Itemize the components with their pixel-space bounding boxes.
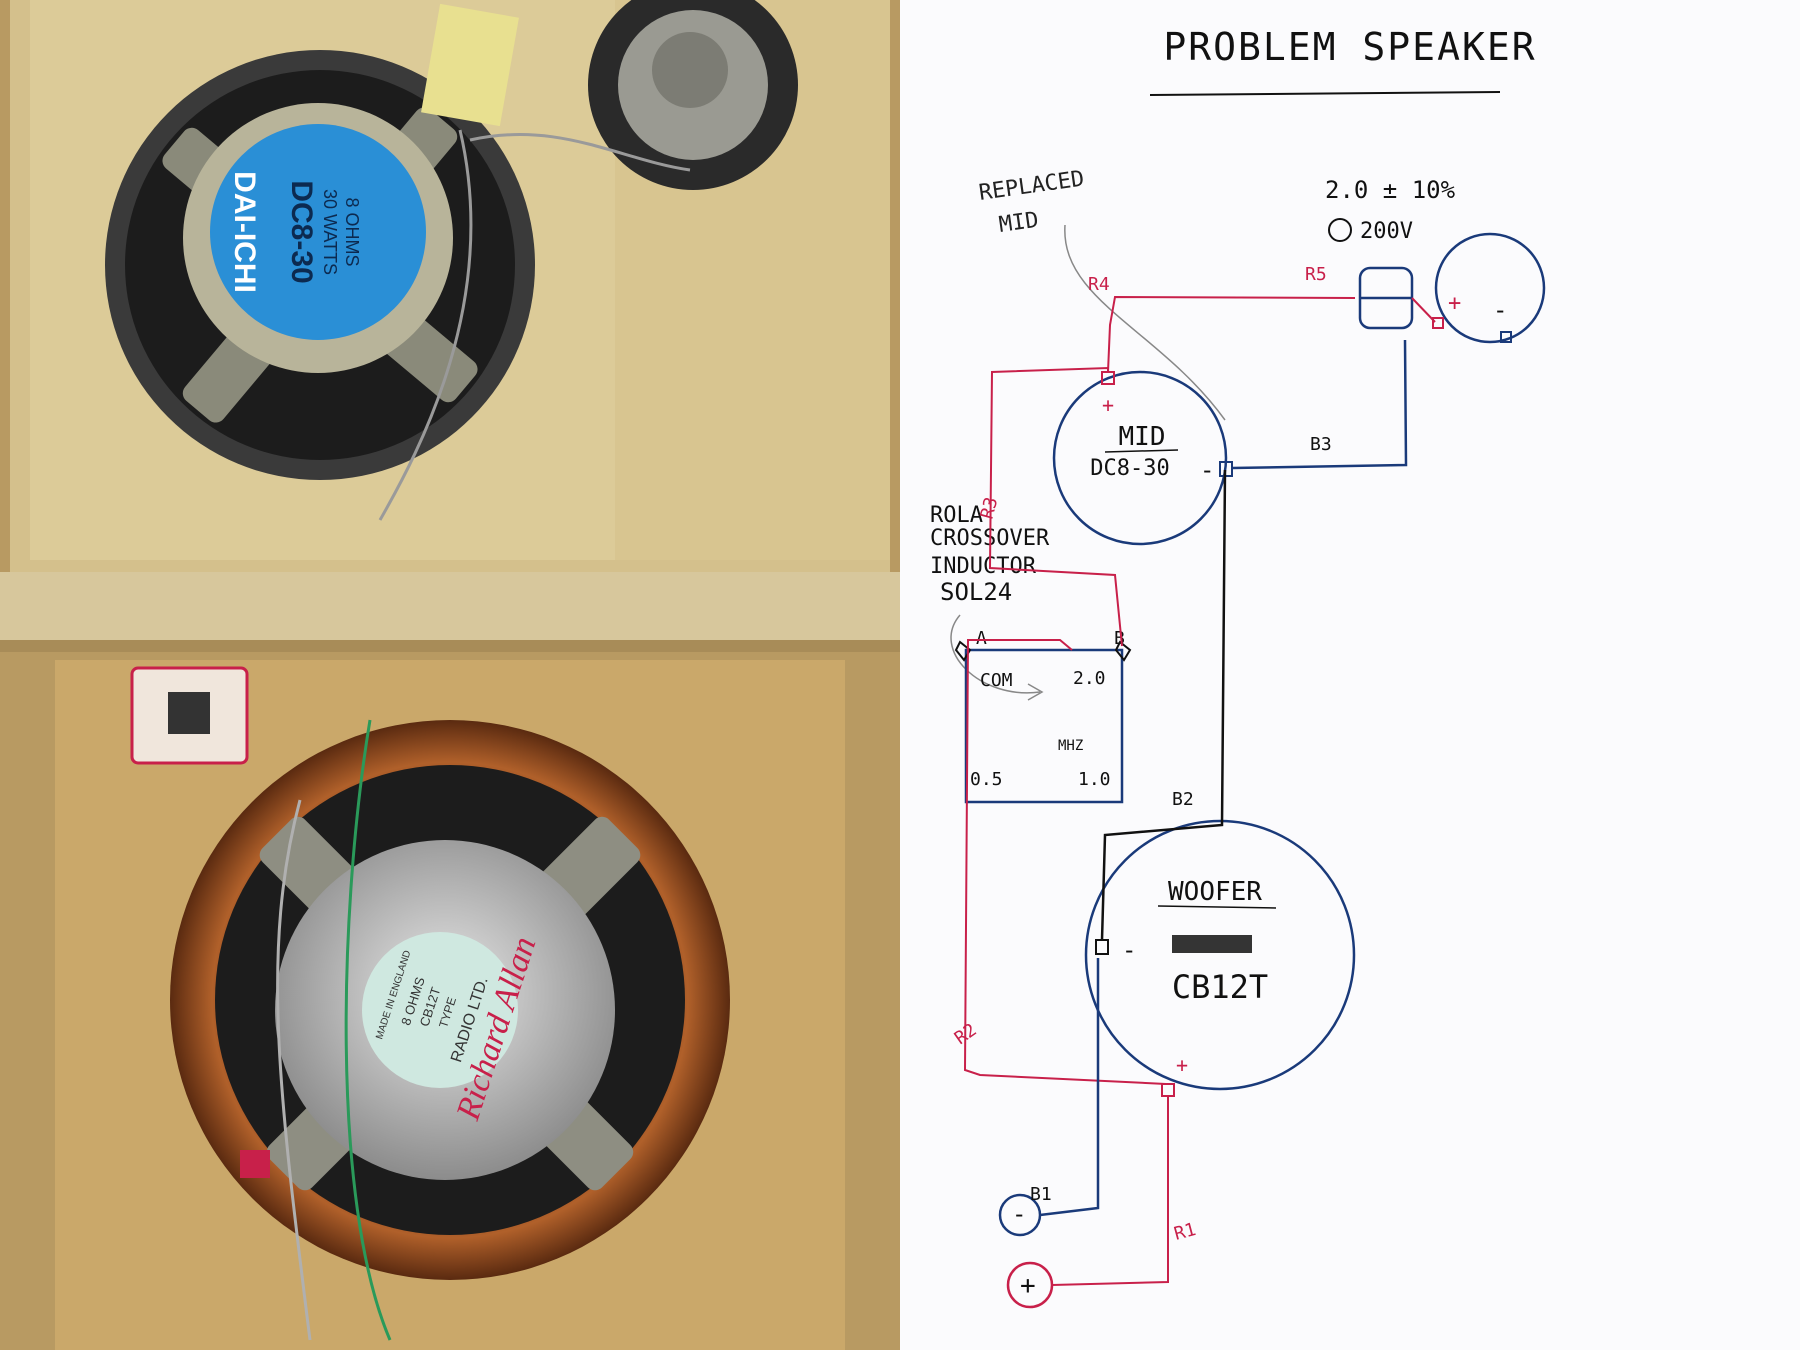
wiring-diagram-sketch: PROBLEM SPEAKER REPLACED MID 2.0 ± 10% 2… — [900, 0, 1800, 1350]
mid-minus: - — [1200, 456, 1214, 484]
crossover-note-line1: ROLA — [930, 503, 983, 528]
wire-b2 — [1100, 469, 1227, 941]
speaker-cabinet-photo: DAI-ICHI DC8-30 30 WATTS 8 OHMS Richard … — [0, 0, 900, 1350]
crossover-note-line3: INDUCTOR — [930, 554, 1037, 579]
wire-label-r5: R5 — [1305, 264, 1327, 285]
photo-wire — [344, 719, 392, 1341]
wire-label-b2: B2 — [1172, 789, 1194, 810]
inductor-mhz: MHZ — [1058, 738, 1083, 754]
inductor-b-terminal — [1114, 640, 1132, 662]
mid-speaker-watts: 30 WATTS — [320, 189, 340, 275]
woofer-minus: - — [1122, 936, 1136, 964]
woofer-plus: + — [1176, 1053, 1188, 1077]
wire-r1 — [1051, 1096, 1169, 1286]
tweeter-plus: + — [1448, 291, 1461, 316]
inductor-0-5: 0.5 — [970, 769, 1003, 790]
photo-wire — [469, 132, 691, 172]
woofer-speaker: Richard Allan RADIO LTD. TYPE CB12T 8 OH… — [170, 720, 730, 1280]
wire-r2-path — [963, 639, 1167, 1085]
mid-circle — [1052, 370, 1228, 546]
woofer-circle — [1084, 819, 1356, 1091]
title-underline — [1149, 91, 1501, 96]
tweeter-plus-terminal — [1432, 317, 1444, 329]
mid-speaker-ohms: 8 OHMS — [342, 197, 362, 266]
wire-b3 — [1231, 339, 1408, 470]
wire-label-b3: B3 — [1310, 434, 1332, 455]
woofer-scribble — [1172, 935, 1252, 953]
inductor-term-b: B — [1114, 628, 1125, 649]
mid-model: DC8-30 — [1090, 456, 1169, 481]
replaced-note-arrow — [1064, 224, 1226, 421]
positive-terminal-label: + — [1020, 1271, 1036, 1301]
photo-wire — [378, 129, 473, 521]
inductor-box: A B COM 2.0 MHZ 0.5 1.0 — [954, 628, 1132, 804]
inductor-com: COM — [980, 670, 1013, 691]
woofer-label — [362, 932, 518, 1088]
cabinet-shelf — [0, 572, 900, 652]
tweeter-circle — [1434, 232, 1546, 344]
wire-r5 — [1411, 297, 1436, 323]
woofer-model-text: CB12T — [1172, 968, 1268, 1006]
capacitor-polarity-mark — [1328, 218, 1352, 242]
replaced-note-line2: MID — [997, 208, 1040, 238]
crossover-note-line4: SOL24 — [940, 578, 1012, 606]
mid-speaker: DAI-ICHI DC8-30 30 WATTS 8 OHMS — [105, 50, 535, 480]
mid-plus: + — [1102, 393, 1114, 417]
mid-label: MID — [1119, 422, 1166, 452]
capacitor-spec-voltage: 200V — [1360, 219, 1413, 244]
tweeter-speaker — [588, 0, 798, 190]
woofer-label-text: WOOFER — [1168, 877, 1262, 907]
mid-speaker-model: DC8-30 — [285, 180, 318, 283]
sketch-title: PROBLEM SPEAKER — [1163, 25, 1536, 69]
mid-speaker-label — [210, 124, 426, 340]
negative-terminal-label: - — [1012, 1200, 1026, 1228]
wire-label-b1: B1 — [1030, 1184, 1052, 1205]
wire-b1 — [1039, 958, 1100, 1217]
tweeter-minus: - — [1493, 296, 1507, 324]
photo-wire — [276, 799, 312, 1341]
mid-speaker-brand: DAI-ICHI — [228, 171, 261, 293]
woofer-red-terminal — [240, 1150, 270, 1178]
inductor-term-a: A — [976, 628, 987, 649]
inductor-2-0: 2.0 — [1073, 668, 1106, 689]
wire-label-r4: R4 — [1088, 274, 1110, 295]
inductor-a-terminal — [954, 640, 972, 662]
capacitor-spec-value: 2.0 ± 10% — [1325, 176, 1456, 204]
tweeter-minus-terminal — [1500, 331, 1512, 343]
inductor-1-0: 1.0 — [1078, 769, 1111, 790]
wire-r4 — [1107, 295, 1356, 373]
connector-tape — [421, 3, 519, 127]
